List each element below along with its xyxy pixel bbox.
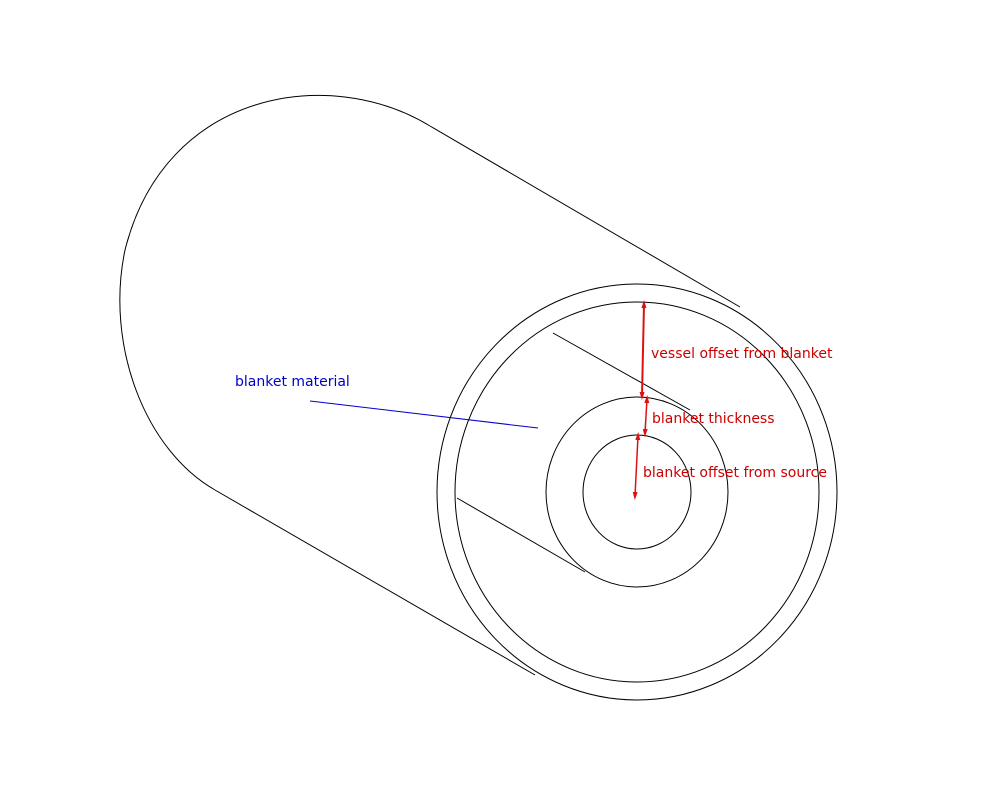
vessel-inner-ring xyxy=(454,301,820,683)
blanket-material-leader xyxy=(309,400,539,429)
blanket-outer-circle xyxy=(545,396,729,588)
blanket-top-silhouette xyxy=(552,332,691,411)
blanket-thickness-arrow xyxy=(642,395,650,437)
blanket-material-label: blanket material xyxy=(235,374,350,390)
vessel-offset-arrow xyxy=(639,300,647,400)
vessel-top-silhouette xyxy=(429,125,741,308)
blanket-bottom-silhouette xyxy=(456,497,586,573)
blanket-thickness-label: blanket thickness xyxy=(652,411,775,427)
blanket-offset-label: blanket offset from source xyxy=(643,465,827,481)
blanket-offset-arrow xyxy=(632,432,641,500)
vessel-bottom-silhouette xyxy=(214,489,536,676)
vessel-back-arc xyxy=(119,94,431,491)
vessel-outer-ring xyxy=(436,283,838,701)
vessel-offset-label: vessel offset from blanket xyxy=(651,346,833,362)
